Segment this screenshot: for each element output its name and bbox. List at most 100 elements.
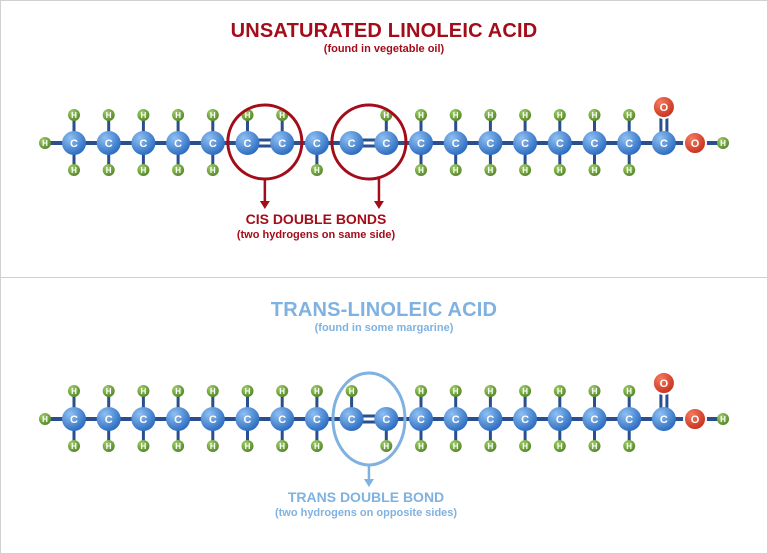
carbon-atom-label: C [417,414,425,426]
hydrogen-atom-label: H [383,442,389,451]
carbon-atom-label: C [278,138,286,150]
hydrogen-atom-label: H [720,415,726,424]
hydrogen-atom-label: H [488,387,494,396]
carbon-atom [478,407,503,431]
cis-bond-sublabel: (two hydrogens on same side) [236,229,396,241]
hydrogen-atom-label: H [488,166,494,175]
hydrogen-atom-label: H [522,442,528,451]
carbon-atom-label: C [70,138,78,150]
hydrogen-atom [68,385,80,397]
hydrogen-atom [449,109,462,121]
carbon-atom [270,131,295,155]
hydrogen-atom [310,164,323,176]
hydrogen-atom-label: H [106,111,112,120]
carbon-atom [131,407,156,431]
hydrogen-atom [553,440,566,452]
carbon-atom-label: C [521,138,529,150]
carbon-atom-label: C [625,414,633,426]
carbon-atom-label: C [139,138,147,150]
carbon-atom-label: C [556,138,564,150]
carbon-atom [200,407,225,431]
oxygen-atom [683,131,707,155]
cis-arrow-head [259,201,270,209]
hydrogen-atom-label: H [453,387,459,396]
hydrogen-atom [588,385,601,397]
cis-subtitle: (found in vegetable oil) [323,43,445,55]
hydrogen-atom-label: H [418,387,424,396]
hydrogen-atom-label: H [383,111,389,120]
carbon-atom-label: C [452,138,460,150]
carbon-atom [96,407,121,431]
carbon-atom [409,407,433,431]
carbon-atom [62,407,86,431]
trans-arrow-head [363,479,374,487]
hydrogen-atom-label: H [592,387,598,396]
hydrogen-atom [415,385,427,397]
hydrogen-atom-label: H [314,166,320,175]
hydrogen-atom [68,109,80,121]
carbon-atom [617,131,642,155]
hydrogen-atom-label: H [626,387,632,396]
hydrogen-atom [484,385,497,397]
hydrogen-atom-label: H [245,387,251,396]
carbon-atom [96,131,121,155]
carbon-atom-label: C [382,138,390,150]
hydrogen-atom-label: H [488,111,494,120]
carbon-atom [339,131,364,155]
carbon-atom-label: C [244,138,252,150]
hydrogen-atom-label: H [210,166,216,175]
hydrogen-atom-label: H [106,442,112,451]
carbon-atom [235,131,260,155]
hydrogen-atom-label: H [314,387,320,396]
hydrogen-atom-label: H [314,442,320,451]
hydrogen-atom [39,413,51,425]
carbon-atom [200,131,225,155]
carbon-atom-label: C [591,414,599,426]
carbon-atom-label: C [313,138,321,150]
cis-highlight-circle [330,103,408,181]
hydrogen-atom [102,164,115,176]
hydrogen-atom-label: H [453,442,459,451]
carbon-atom [443,407,468,431]
hydrogen-atom [415,109,427,121]
hydrogen-atom [137,164,150,176]
carbon-atom [443,131,468,155]
hydrogen-atom [172,385,185,397]
hydrogen-atom [553,164,566,176]
hydrogen-atom [519,109,532,121]
hydrogen-atom-label: H [141,387,147,396]
hydrogen-atom-label: H [175,166,181,175]
hydrogen-atom [310,385,323,397]
carbon-atom [617,407,642,431]
carbon-atom [409,131,433,155]
hydrogen-atom [519,385,532,397]
hydrogen-atom-label: H [106,166,112,175]
hydrogen-atom-label: H [245,442,251,451]
carbon-atom-label: C [244,414,252,426]
oxygen-atom [651,371,676,395]
hydrogen-atom-label: H [453,111,459,120]
hydrogen-atom-label: H [71,111,77,120]
hydrogen-atom-label: H [210,387,216,396]
carbon-atom-label: C [591,138,599,150]
hydrogen-atom [276,385,289,397]
carbon-atom [339,407,364,431]
carbon-atom-label: C [174,414,182,426]
oxygen-atom-label: O [660,378,669,390]
hydrogen-atom-label: H [592,442,598,451]
trans-title: TRANS-LINOLEIC ACID [270,299,498,321]
oxygen-atom [651,95,676,119]
hydrogen-atom [102,440,115,452]
panel-divider [1,277,767,278]
hydrogen-atom [623,440,636,452]
hydrogen-atom [623,164,636,176]
carbon-atom-label: C [660,414,668,426]
hydrogen-atom [39,137,51,149]
hydrogen-atom [484,164,497,176]
carbon-atom-label: C [556,414,564,426]
carbon-atom-label: C [105,414,113,426]
hydrogen-atom [206,440,219,452]
